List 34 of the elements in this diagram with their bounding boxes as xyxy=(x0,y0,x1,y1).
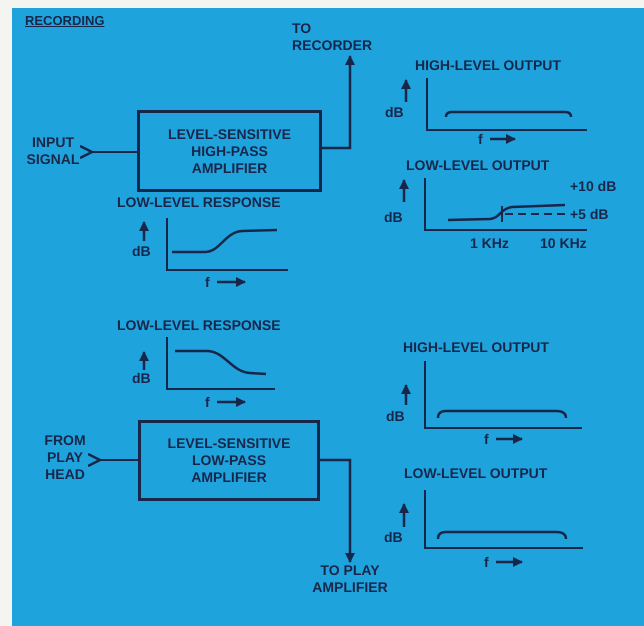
amplifier-box xyxy=(137,110,322,192)
value-label: +10 dB xyxy=(570,178,616,195)
axis-label: dB xyxy=(132,370,151,387)
axis-label: dB xyxy=(385,104,404,121)
signal-arrow xyxy=(86,452,138,468)
signal-label: FROM PLAY HEAD xyxy=(30,432,100,486)
signal-label: TO PLAY AMPLIFIER xyxy=(298,562,402,616)
signal-label: INPUT SIGNAL xyxy=(14,134,92,170)
box-label: LEVEL-SENSITIVE HIGH-PASS AMPLIFIER xyxy=(167,126,292,176)
axis-label: 1 KHz xyxy=(470,235,509,252)
axis-label: f xyxy=(205,274,210,291)
axis-label: dB xyxy=(384,209,403,226)
signal-arrow xyxy=(322,55,355,150)
signal-arrow xyxy=(320,458,355,563)
axis-label: 10 KHz xyxy=(540,235,587,252)
graph-title: LOW-LEVEL RESPONSE xyxy=(117,317,281,334)
axis-label: f xyxy=(484,431,489,448)
graph-title: LOW-LEVEL OUTPUT xyxy=(406,157,550,174)
section-heading: RECORDING xyxy=(25,12,104,29)
graph-title: HIGH-LEVEL OUTPUT xyxy=(403,339,549,356)
amplifier-box xyxy=(138,420,320,501)
axis-label: dB xyxy=(386,408,405,425)
axis-label: dB xyxy=(132,243,151,260)
box-label: LEVEL-SENSITIVE LOW-PASS AMPLIFIER xyxy=(166,435,292,486)
signal-arrow xyxy=(78,144,137,160)
graph-title: LOW-LEVEL OUTPUT xyxy=(404,465,548,482)
value-label: +5 dB xyxy=(570,206,609,223)
axis-label: f xyxy=(484,554,489,571)
signal-label: TO RECORDER xyxy=(292,20,386,56)
graph-title: HIGH-LEVEL OUTPUT xyxy=(415,57,561,74)
axis-label: f xyxy=(205,394,210,411)
graph-title: LOW-LEVEL RESPONSE xyxy=(117,194,281,211)
axis-label: f xyxy=(478,131,483,148)
axis-label: dB xyxy=(384,529,403,546)
